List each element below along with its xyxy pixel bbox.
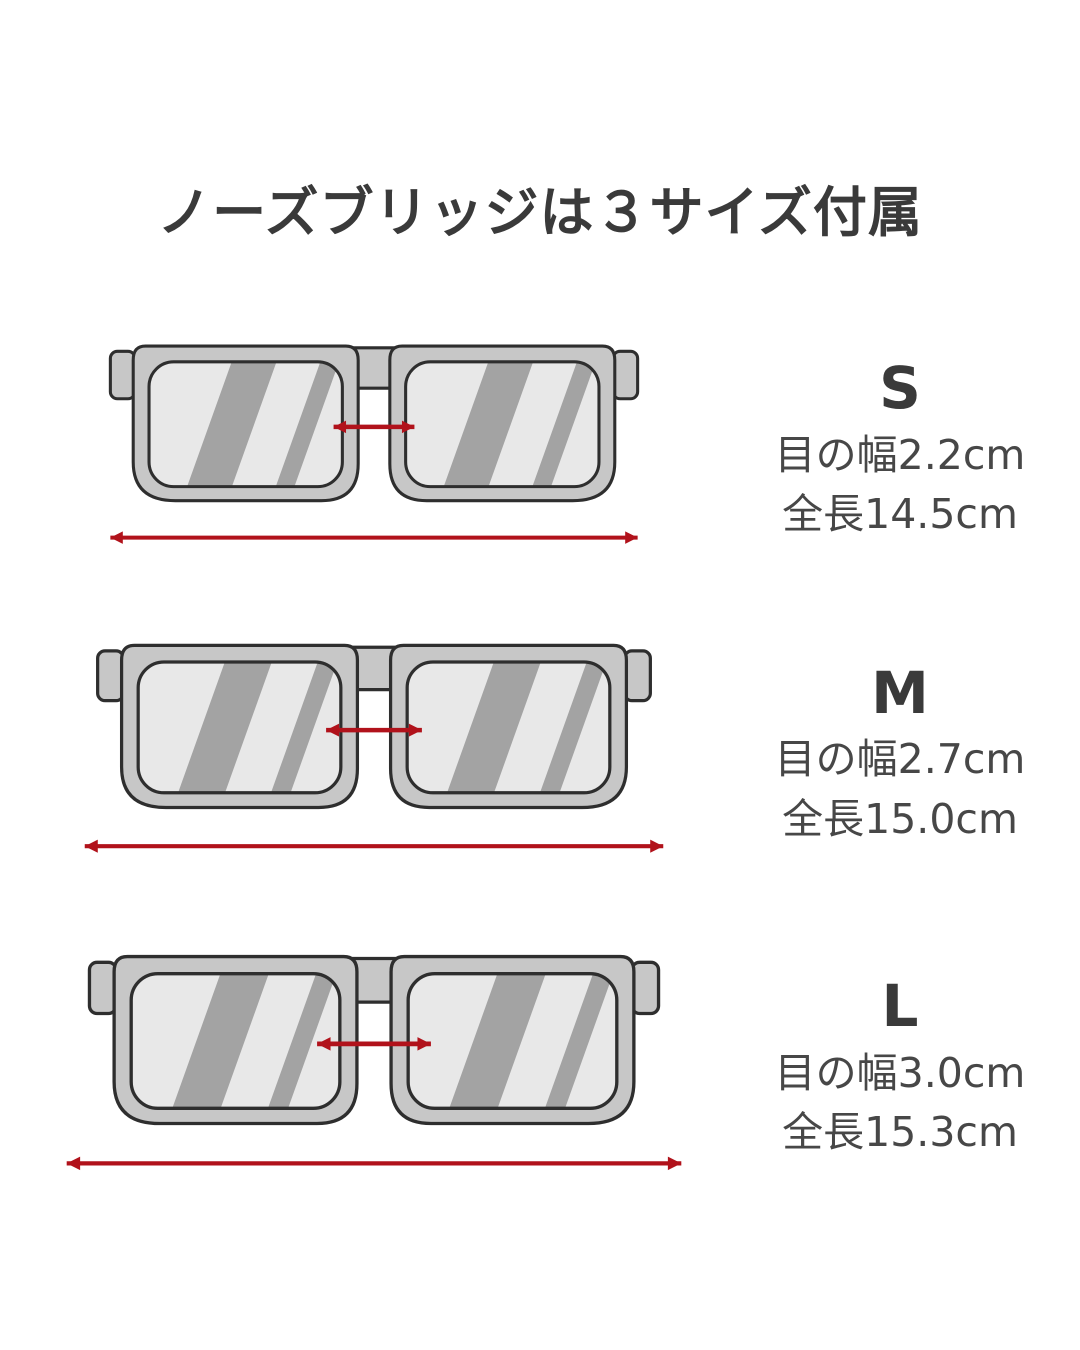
eye-width-text: 目の幅2.7cm xyxy=(774,735,1026,784)
glasses-illustration-m xyxy=(70,638,678,854)
glasses-graphic-l xyxy=(28,949,720,1188)
size-row-l: L 目の幅3.0cm 全長15.3cm xyxy=(28,949,1080,1188)
size-row-m: M 目の幅2.7cm 全長15.0cm xyxy=(28,638,1080,870)
total-length-text: 全長15.3cm xyxy=(782,1108,1018,1157)
size-label: L xyxy=(881,972,919,1041)
size-info-m: M 目の幅2.7cm 全長15.0cm xyxy=(720,660,1080,850)
total-length-text: 全長15.0cm xyxy=(782,794,1018,843)
size-info-s: S 目の幅2.2cm 全長14.5cm xyxy=(720,355,1080,545)
glasses-graphic-s xyxy=(28,339,720,560)
page-title: ノーズブリッジは３サイズ付属 xyxy=(157,181,923,244)
size-info-l: L 目の幅3.0cm 全長15.3cm xyxy=(720,973,1080,1163)
total-length-text: 全長14.5cm xyxy=(782,490,1018,539)
eye-width-text: 目の幅2.2cm xyxy=(774,430,1026,479)
glasses-illustration-l xyxy=(61,949,687,1170)
size-rows: S 目の幅2.2cm 全長14.5cm M 目の幅2.7cm 全長15.0cm xyxy=(0,339,1080,1188)
eye-width-text: 目の幅3.0cm xyxy=(774,1049,1026,1097)
glasses-graphic-m xyxy=(28,638,720,870)
size-row-s: S 目の幅2.2cm 全長14.5cm xyxy=(28,339,1080,560)
glasses-illustration-s xyxy=(84,339,664,544)
size-label: S xyxy=(879,353,921,422)
size-label: M xyxy=(871,658,929,727)
